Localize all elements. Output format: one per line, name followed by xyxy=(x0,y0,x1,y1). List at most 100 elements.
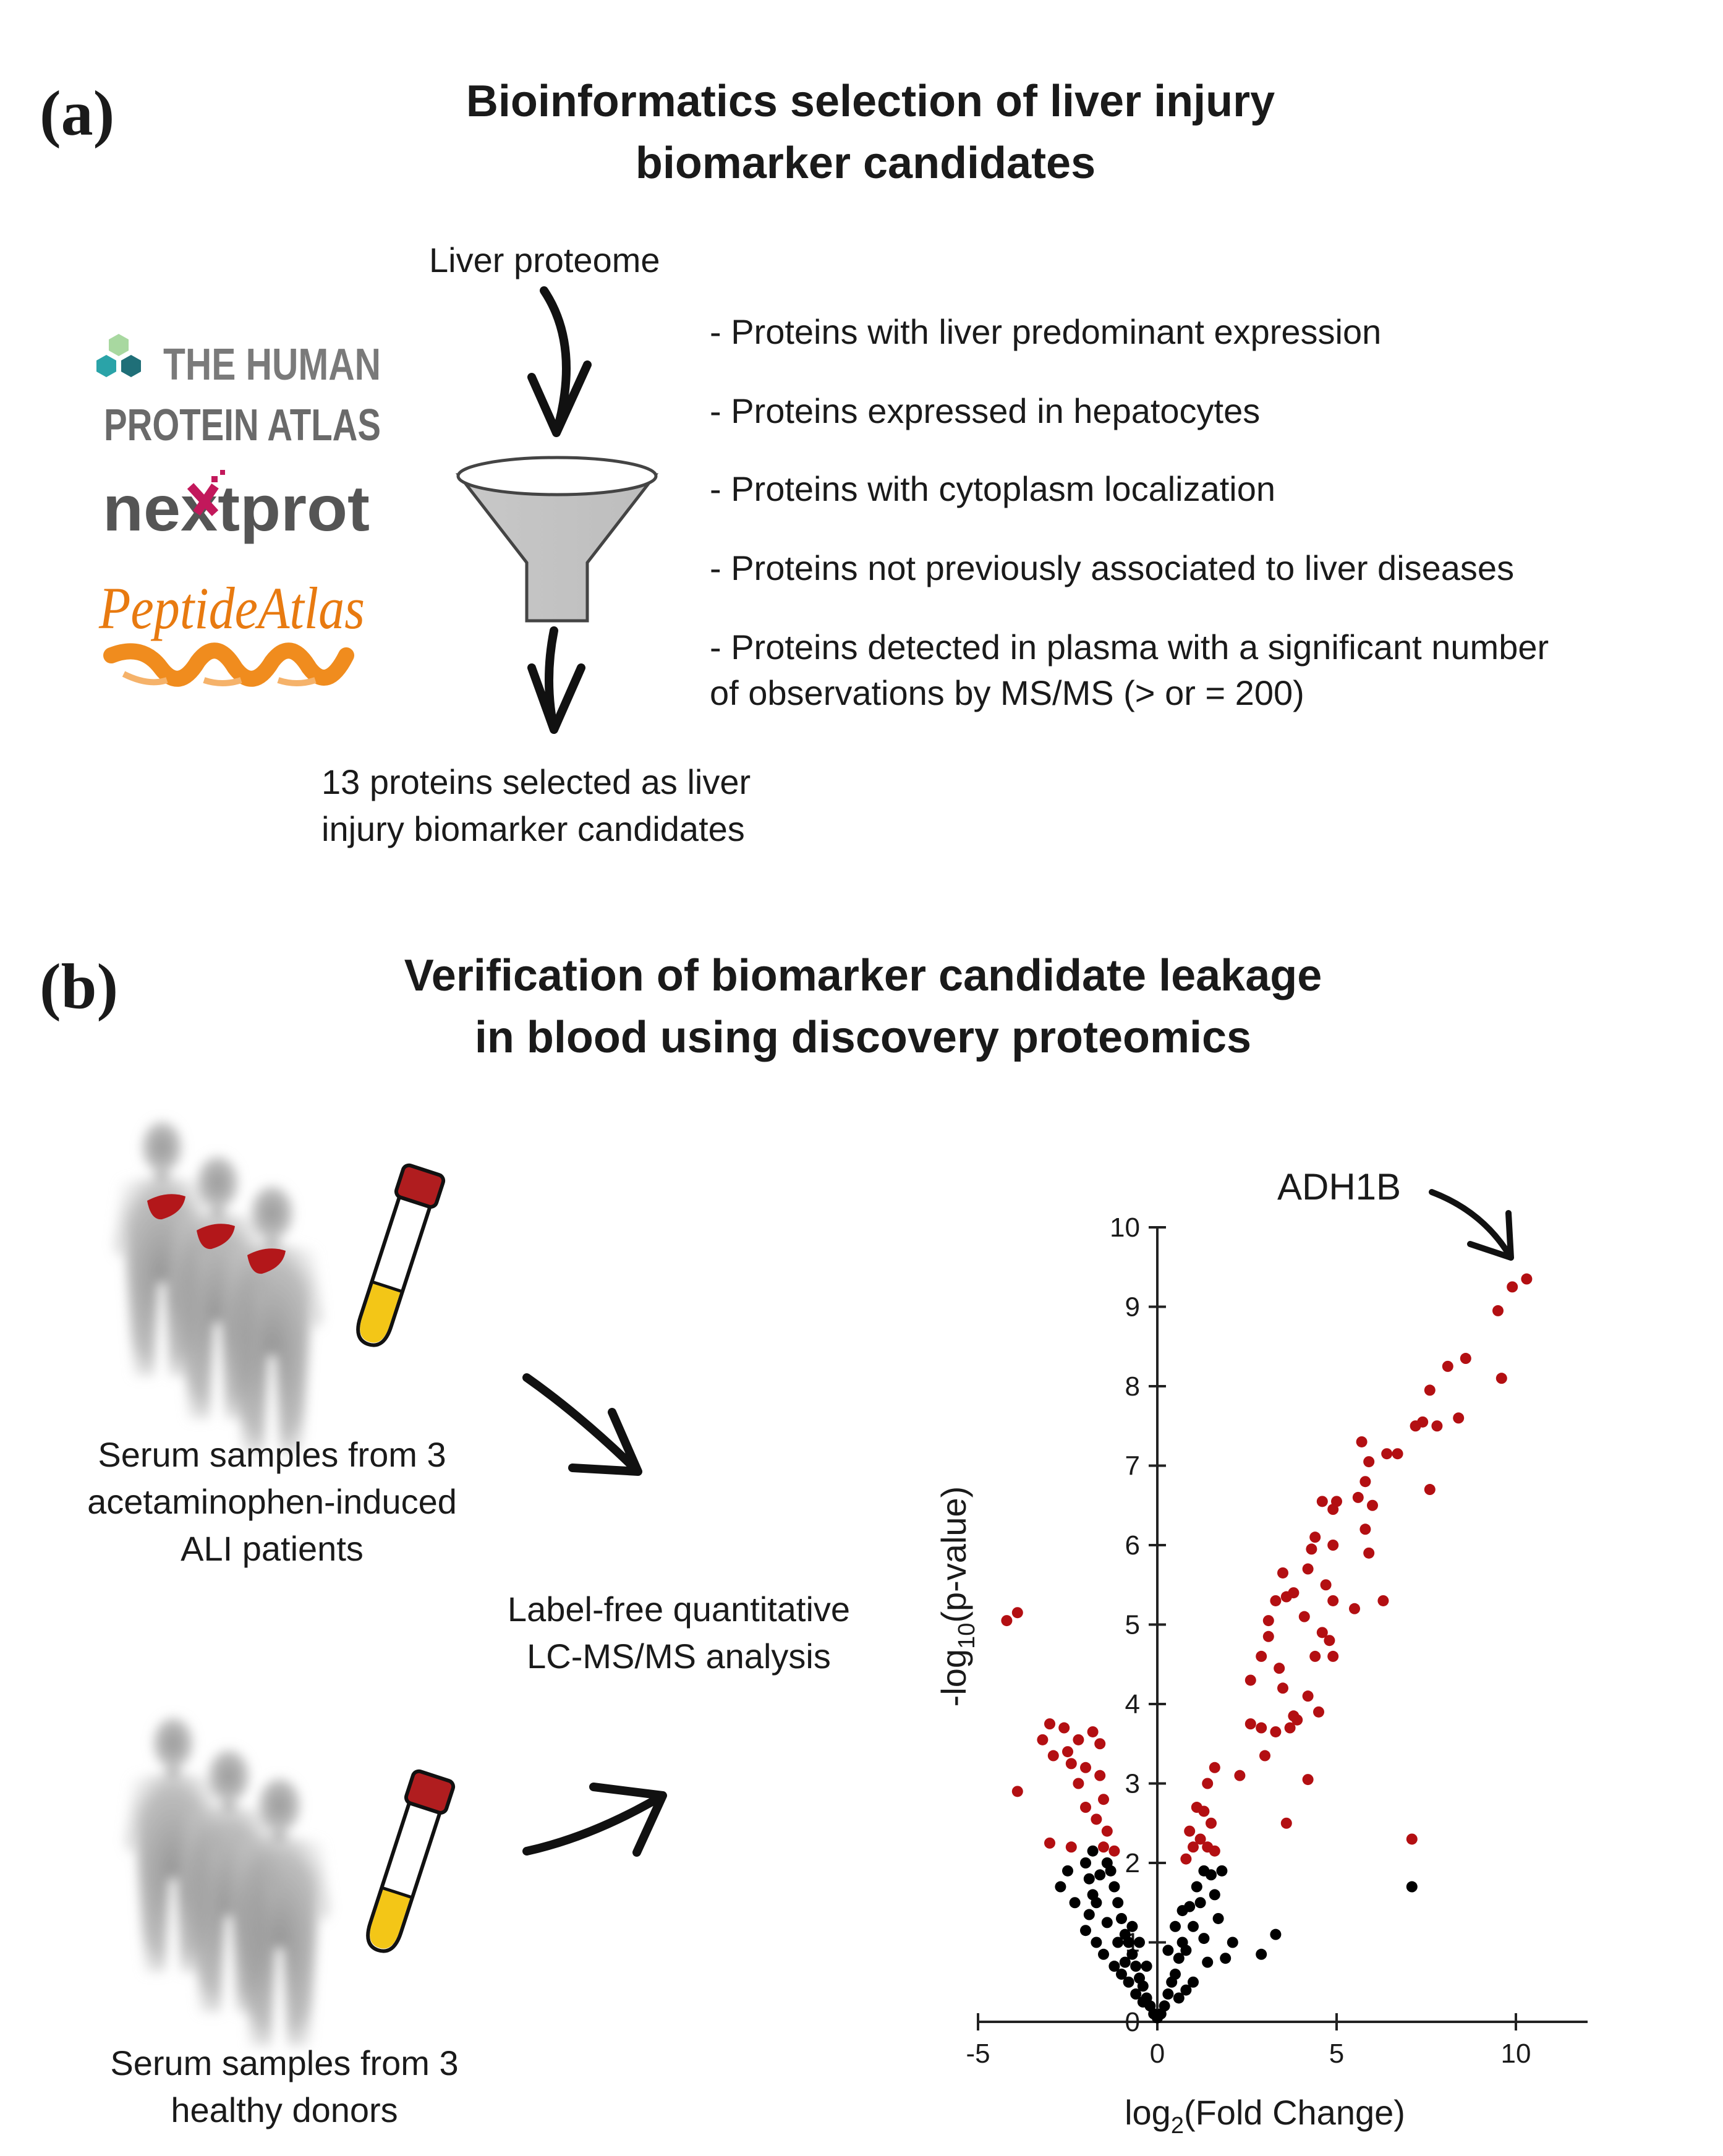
data-point xyxy=(1166,1976,1178,1988)
data-point xyxy=(1309,1532,1321,1543)
data-point xyxy=(1087,1845,1099,1857)
data-point xyxy=(1209,1889,1220,1901)
panel-b: (b) Verification of biomarker candidate … xyxy=(40,951,1588,2139)
data-point xyxy=(1270,1928,1282,1940)
data-point xyxy=(1191,1881,1202,1893)
data-point xyxy=(1073,1734,1084,1745)
data-point xyxy=(1244,1718,1256,1730)
data-point xyxy=(1073,1778,1084,1789)
data-point xyxy=(1356,1436,1368,1447)
data-point xyxy=(1256,1722,1267,1734)
data-point xyxy=(1180,1853,1192,1865)
funnel-icon xyxy=(455,456,659,623)
data-point xyxy=(1062,1865,1073,1877)
data-point xyxy=(1065,1841,1077,1853)
data-point xyxy=(1130,1988,1142,2000)
liver-icon xyxy=(247,1248,286,1274)
data-point xyxy=(1141,1961,1152,1972)
y-tick-label: 6 xyxy=(1125,1530,1140,1561)
data-point xyxy=(1406,1881,1418,1893)
data-point xyxy=(1098,1948,1109,1960)
x-axis-label: log2(Fold Change) xyxy=(1125,2093,1405,2139)
data-point xyxy=(1198,1805,1210,1817)
patients-label-line3: ALI patients xyxy=(181,1529,364,1568)
data-point xyxy=(1044,1718,1055,1730)
method-label-line2: LC-MS/MS analysis xyxy=(527,1637,831,1676)
data-point xyxy=(1206,1817,1217,1829)
data-point xyxy=(1116,1912,1127,1924)
volcano-points xyxy=(1001,1273,1533,2024)
funnel-output-line2: injury biomarker candidates xyxy=(321,809,745,848)
y-tick-label: 5 xyxy=(1125,1610,1140,1640)
data-point xyxy=(1324,1635,1335,1647)
data-point xyxy=(1327,1650,1339,1662)
data-point xyxy=(1044,1837,1055,1849)
data-point xyxy=(1277,1567,1288,1579)
data-point xyxy=(1306,1543,1317,1555)
donors-label-line1: Serum samples from 3 xyxy=(110,2043,458,2082)
x-tick-label: 0 xyxy=(1150,2039,1165,2069)
data-point xyxy=(1170,1920,1181,1932)
donor-blood-tube-icon xyxy=(366,1769,456,1953)
data-point xyxy=(1212,1912,1224,1924)
data-point xyxy=(1495,1373,1507,1384)
data-point xyxy=(1101,1825,1113,1837)
data-point xyxy=(1130,1961,1142,1972)
ribbon-helix-icon xyxy=(103,642,354,687)
data-point xyxy=(1119,1928,1131,1940)
input-arrow-icon xyxy=(527,286,592,437)
data-point xyxy=(1098,1841,1109,1853)
data-point xyxy=(1363,1456,1375,1468)
data-point xyxy=(1134,1937,1145,1948)
data-point xyxy=(1302,1690,1314,1702)
data-point xyxy=(1327,1595,1339,1606)
data-point xyxy=(1521,1273,1533,1285)
data-point xyxy=(1313,1706,1324,1718)
data-point xyxy=(1083,1873,1095,1885)
data-point xyxy=(1011,1786,1023,1797)
data-point xyxy=(1055,1881,1066,1893)
data-point xyxy=(1352,1491,1364,1503)
panel-b-title-line1: Verification of biomarker candidate leak… xyxy=(404,951,1322,1000)
data-point xyxy=(1216,1865,1228,1877)
data-point xyxy=(1134,1972,1145,1984)
criteria-item: - Proteins expressed in hepatocytes xyxy=(710,391,1260,430)
data-point xyxy=(1270,1595,1282,1606)
data-point xyxy=(1256,1948,1267,1960)
x-tick-label: 10 xyxy=(1501,2039,1531,2069)
data-point xyxy=(1367,1499,1378,1511)
data-point xyxy=(1188,1976,1199,1988)
data-point xyxy=(1316,1627,1328,1638)
data-point xyxy=(1259,1750,1270,1762)
method-label-line1: Label-free quantitative xyxy=(508,1590,850,1629)
data-point xyxy=(1274,1663,1285,1674)
data-point xyxy=(1291,1714,1303,1726)
data-point xyxy=(1001,1615,1013,1627)
data-point xyxy=(1083,1909,1095,1920)
liver-icon xyxy=(147,1194,185,1220)
data-point xyxy=(1359,1523,1371,1535)
y-tick-label: 4 xyxy=(1125,1689,1140,1719)
data-point xyxy=(1406,1833,1418,1845)
data-point xyxy=(1262,1615,1274,1627)
data-point xyxy=(1262,1630,1274,1642)
data-point xyxy=(1424,1484,1436,1496)
data-point xyxy=(1316,1496,1328,1507)
y-tick-label: 8 xyxy=(1125,1371,1140,1402)
panel-a-title-line1: Bioinformatics selection of liver injury xyxy=(466,77,1275,126)
volcano-axes: -50510012345678910 xyxy=(966,1212,1588,2069)
volcano-plot: -50510012345678910 log2(Fold Change) -lo… xyxy=(934,1166,1588,2139)
x-tick-label: -5 xyxy=(966,2039,990,2069)
funnel-input-label: Liver proteome xyxy=(429,241,660,279)
data-point xyxy=(1098,1794,1109,1805)
data-point xyxy=(1202,1778,1214,1789)
data-point xyxy=(1176,1905,1188,1917)
panel-a: (a) Bioinformatics selection of liver in… xyxy=(40,77,1549,848)
data-point xyxy=(1108,1845,1120,1857)
data-point xyxy=(1327,1540,1339,1551)
data-point xyxy=(1507,1281,1518,1293)
patient-blood-tube-icon xyxy=(356,1163,446,1347)
nextprot-x-mark xyxy=(187,483,219,516)
data-point xyxy=(1094,1738,1106,1750)
data-point xyxy=(1431,1420,1443,1432)
